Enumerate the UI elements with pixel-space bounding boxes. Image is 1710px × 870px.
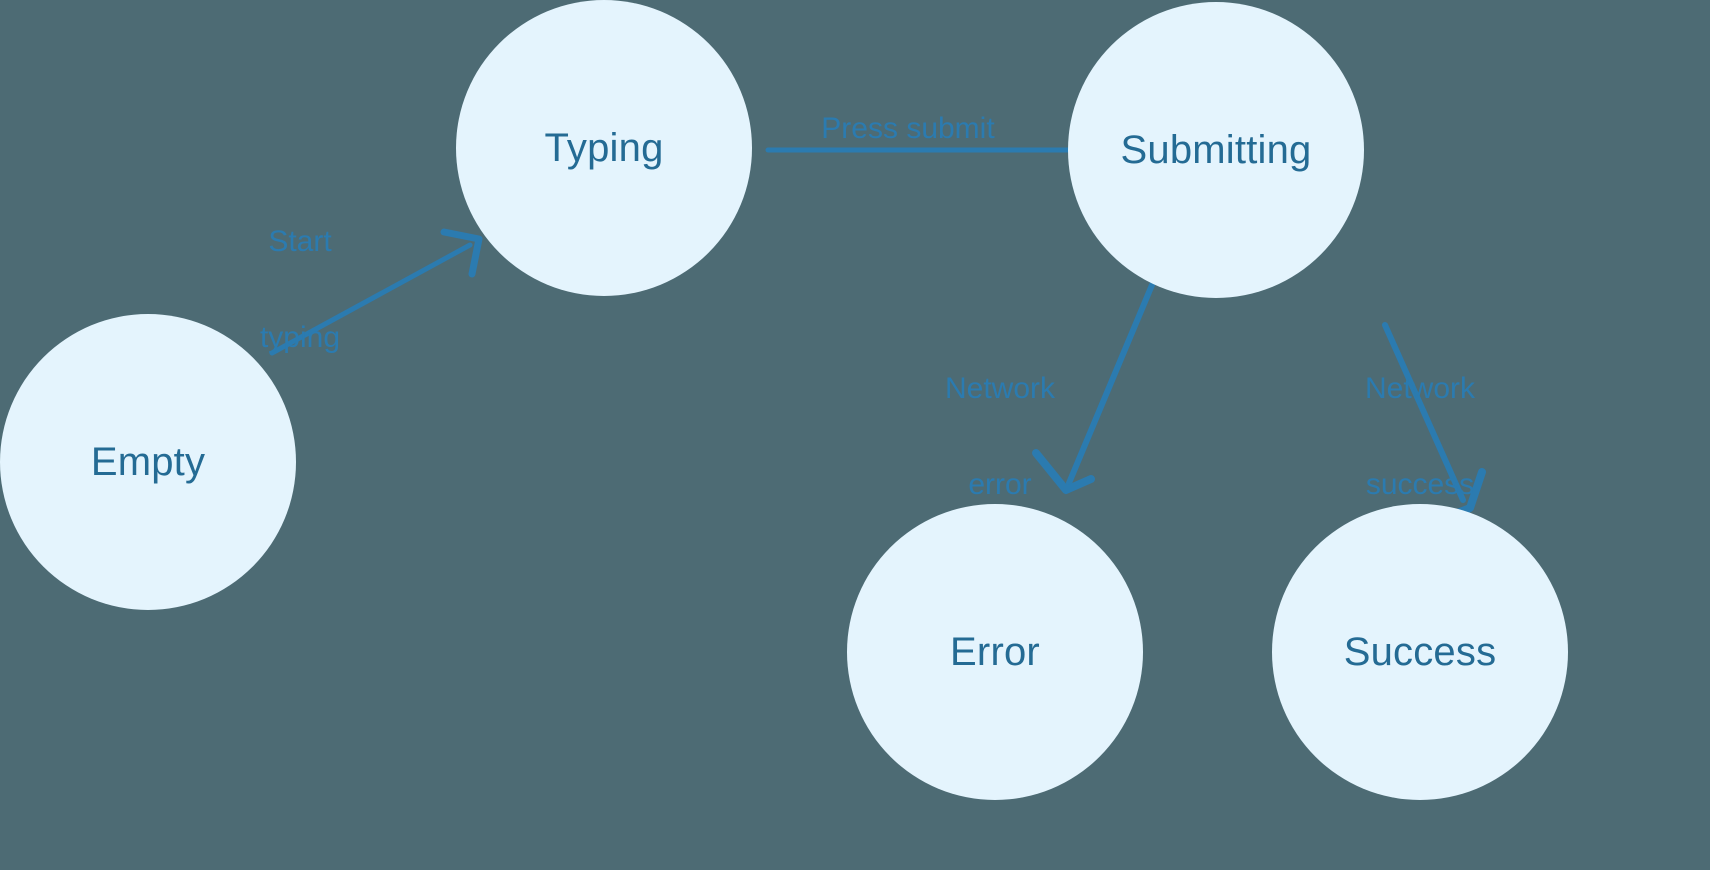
state-node-typing[interactable]: Typing: [456, 0, 752, 296]
state-label-submitting: Submitting: [1120, 128, 1312, 172]
state-node-success[interactable]: Success: [1272, 504, 1568, 800]
state-label-success: Success: [1343, 630, 1497, 674]
state-label-error: Error: [950, 630, 1040, 674]
state-node-error[interactable]: Error: [847, 504, 1143, 800]
edge-empty-to-typing: [269, 228, 483, 356]
edge-line-submitting-to-error: [1066, 282, 1155, 486]
edge-submitting-to-success: [1382, 322, 1486, 522]
arrowhead-icon-empty-to-typing: [440, 228, 483, 278]
edge-line-empty-to-typing: [269, 242, 473, 356]
state-node-empty[interactable]: Empty: [0, 314, 296, 610]
edge-line-submitting-to-success: [1382, 322, 1466, 503]
edge-submitting-to-error: [1032, 282, 1155, 494]
state-node-submitting[interactable]: Submitting: [1068, 2, 1364, 298]
state-label-typing: Typing: [544, 126, 664, 170]
arrowhead-icon-submitting-to-error: [1032, 449, 1095, 494]
state-label-empty: Empty: [90, 440, 206, 484]
